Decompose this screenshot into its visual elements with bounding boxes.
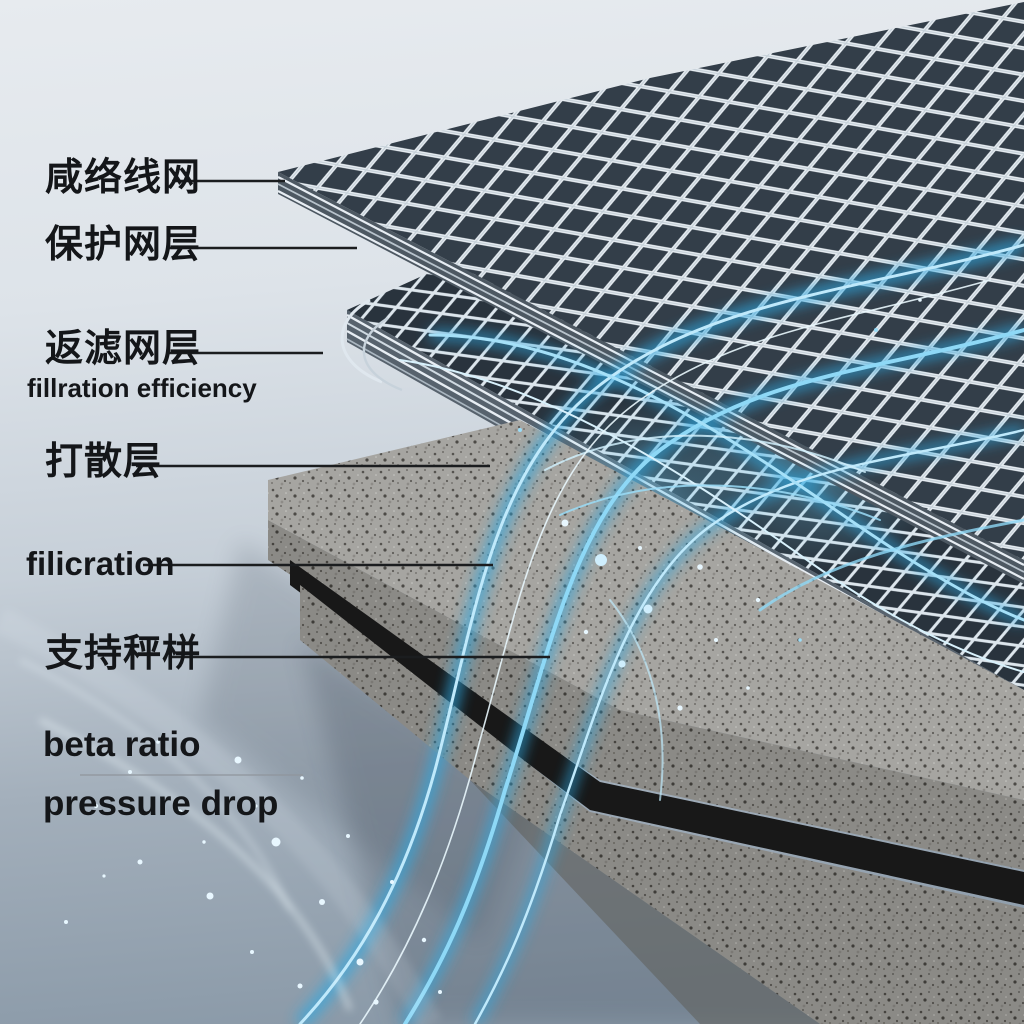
label-spec-pressure-drop: pressure drop [43, 784, 279, 823]
label-layer-3-subtitle: fillration efficiency [27, 373, 257, 404]
label-layer-1: 咸络线网 [45, 157, 202, 199]
label-layer-6: 支持秤栟 [45, 633, 202, 675]
label-layer-5: filicration [26, 545, 175, 582]
label-layer-4: 打散层 [45, 441, 163, 483]
label-layer-3: 返滤网层 fillration efficiency [27, 328, 257, 402]
label-layer-3-title: 返滤网层 [45, 328, 202, 370]
label-spec-beta-ratio: beta ratio [43, 725, 201, 764]
leader-lines [80, 179, 550, 776]
droplet-sparkles [64, 298, 922, 1005]
airflow-streams [298, 243, 1024, 1024]
label-layer-2: 保护网层 [45, 224, 202, 266]
mesh-layer-top [277, 2, 1024, 584]
